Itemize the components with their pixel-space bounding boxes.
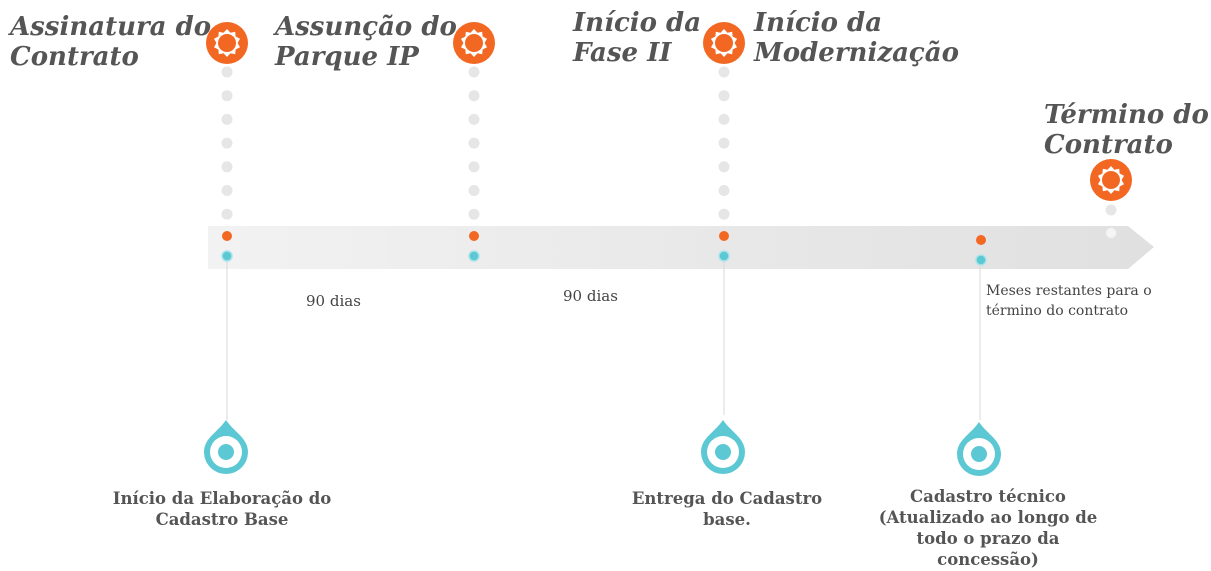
end-dot bbox=[1105, 227, 1117, 239]
milestone-dot-teal bbox=[975, 254, 987, 266]
trail-dot bbox=[718, 185, 730, 196]
trail-dot bbox=[221, 90, 233, 102]
sunburst-icon bbox=[453, 22, 495, 64]
trail-dot bbox=[468, 185, 480, 196]
drop-pin-icon bbox=[204, 420, 248, 474]
trail-dot bbox=[221, 208, 233, 220]
trail-dot bbox=[221, 137, 233, 149]
milestone-title-assuncao: Assunção do Parque IP bbox=[275, 12, 457, 72]
trail-dot bbox=[1105, 204, 1117, 216]
milestone-title-assinatura: Assinatura do Contrato bbox=[10, 12, 212, 72]
trail-dot bbox=[221, 113, 233, 125]
trail-dot bbox=[221, 161, 233, 173]
interval-label: 90 dias bbox=[563, 287, 618, 305]
milestone-title-termino: Término do Contrato bbox=[1044, 100, 1209, 160]
trail-dot bbox=[718, 113, 730, 125]
trail-dot bbox=[468, 90, 480, 102]
sunburst-icon bbox=[206, 22, 248, 64]
milestone-title-fase2: Início da Fase II bbox=[573, 8, 702, 68]
sunburst-icon bbox=[703, 22, 745, 64]
drop-pin-icon bbox=[957, 422, 1001, 476]
timeline-bar bbox=[208, 226, 1154, 269]
milestone-title-modernizacao: Início da Modernização bbox=[754, 8, 959, 68]
trail-dot bbox=[468, 208, 480, 220]
deliverable-label: Cadastro técnico (Atualizado ao longo de… bbox=[878, 487, 1098, 569]
sunburst-icon bbox=[1090, 159, 1132, 201]
milestone-dot-orange bbox=[222, 231, 232, 241]
trail-dot bbox=[468, 66, 480, 78]
trail-dot bbox=[468, 113, 480, 125]
deliverable-label: Entrega do Cadastro base. bbox=[631, 489, 823, 529]
trail-dot bbox=[718, 208, 730, 220]
milestone-dot-orange bbox=[719, 231, 729, 241]
milestone-dot-teal bbox=[468, 250, 480, 262]
trail-dot bbox=[718, 66, 730, 78]
trail-dot bbox=[718, 137, 730, 149]
deliverable-label: Início da Elaboração do Cadastro Base bbox=[112, 489, 332, 529]
interval-note: Meses restantes para o término do contra… bbox=[986, 283, 1152, 319]
milestone-dot-teal bbox=[718, 250, 730, 262]
trail-dot bbox=[221, 66, 233, 78]
dotted-trails bbox=[221, 66, 1117, 220]
trail-dot bbox=[718, 90, 730, 102]
milestone-dot-orange bbox=[469, 231, 479, 241]
interval-label: 90 dias bbox=[306, 292, 361, 310]
trail-dot bbox=[221, 185, 233, 196]
trail-dot bbox=[468, 161, 480, 173]
milestone-dot-orange bbox=[976, 235, 986, 245]
trail-dot bbox=[468, 137, 480, 149]
milestone-dot-teal bbox=[221, 250, 233, 262]
trail-dot bbox=[718, 161, 730, 173]
drop-pin-icon bbox=[701, 420, 745, 474]
